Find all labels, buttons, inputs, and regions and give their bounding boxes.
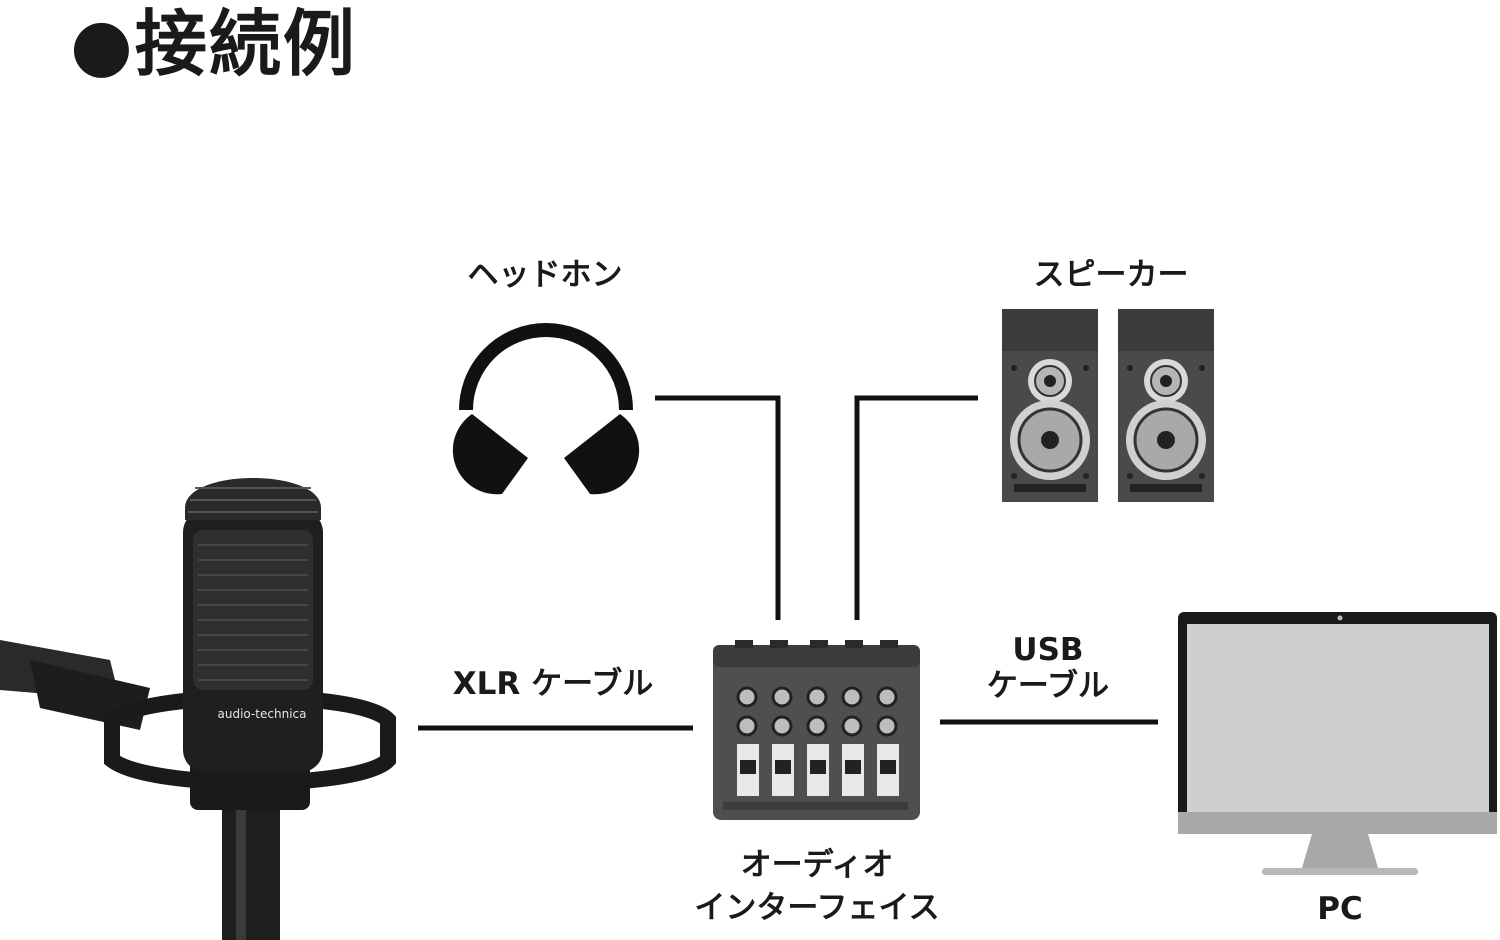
usb-cable-label-line1: USB: [1012, 632, 1084, 668]
speaker-cable-line: [854, 395, 978, 620]
interface-label-line1: オーディオ: [740, 847, 894, 883]
audio-interface-image: [713, 640, 920, 820]
mic-brand-text: audio-technica: [218, 707, 307, 721]
speaker-right: [1118, 309, 1214, 502]
headphones-label: ヘッドホン: [467, 257, 623, 293]
interface-knobs: [736, 686, 898, 737]
speakers-label: スピーカー: [1033, 257, 1189, 293]
speaker-left: [1002, 309, 1098, 502]
headphone-cable-line: [655, 395, 781, 620]
interface-faders: [737, 744, 899, 796]
pc-label: PC: [1317, 891, 1363, 927]
headphones-icon: [452, 323, 640, 495]
connection-lines: [418, 395, 1158, 731]
xlr-cable-label: XLR ケーブル: [452, 666, 654, 702]
page-title: ●接続例: [70, 2, 357, 86]
speaker-icon: [1002, 309, 1214, 502]
monitor-icon: [1178, 612, 1497, 875]
usb-cable-label-line2: ケーブル: [986, 668, 1110, 704]
microphone-image: audio-technica: [0, 478, 396, 940]
interface-label-line2: インターフェイス: [694, 890, 940, 926]
